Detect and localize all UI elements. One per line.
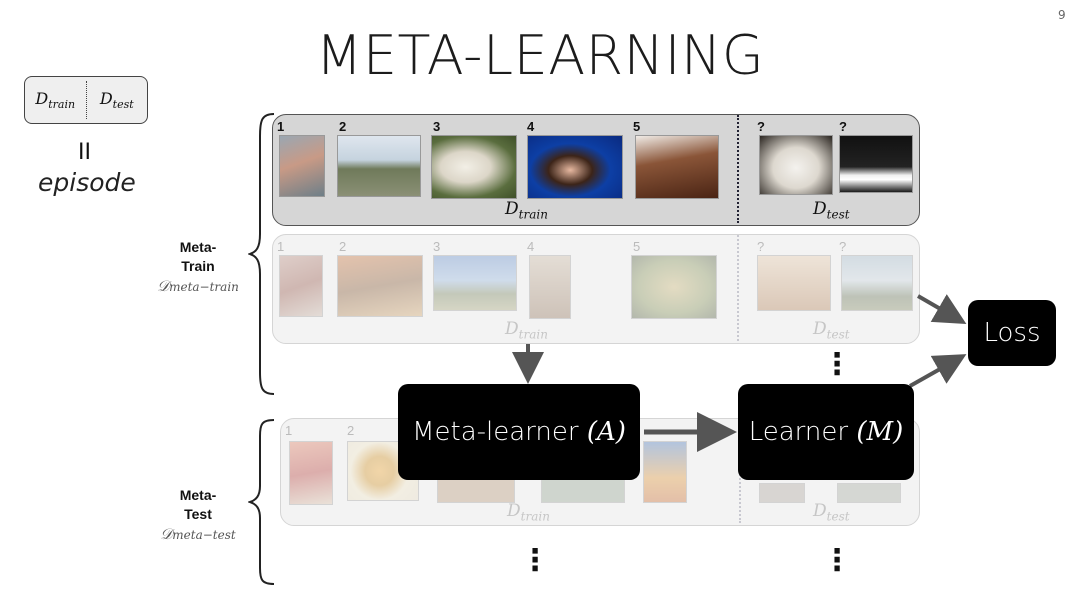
loss-text: Loss: [983, 318, 1041, 348]
meta-learner-box: Meta-learner (A): [398, 384, 640, 480]
dog-image: [431, 135, 517, 199]
row2-num-5: 5: [633, 239, 641, 254]
arrow-query-to-loss: [916, 294, 967, 325]
row2-dtest-label: Dtest: [813, 319, 850, 342]
food-image: [337, 255, 423, 317]
episode-row-2: 1 2 3 4 5 ? ? Dtrain Dtest: [272, 234, 920, 344]
learner-var: (M): [856, 417, 904, 447]
meta-test-section-label: Meta- Test 𝒟meta−test: [150, 486, 246, 543]
row2-dtrain-label: Dtrain: [505, 319, 548, 342]
meta-train-line1: Meta-: [179, 239, 217, 255]
field-query-image: [841, 255, 913, 311]
obscured-query-1: [759, 483, 805, 503]
cat-image: [279, 255, 323, 317]
row1-num-q1: ?: [757, 119, 765, 134]
obscured-image-1: [437, 479, 515, 503]
episode-row-1: 1 2 3 4 5 ? ? Dtrain Dtest: [272, 114, 920, 226]
meta-test-brace: [248, 419, 275, 585]
row1-num-3: 3: [433, 119, 441, 134]
obscured-query-2: [837, 483, 901, 503]
row1-num-4: 4: [527, 119, 535, 134]
ellipsis-bottom-right: ⋮: [822, 543, 852, 578]
ellipsis-bottom-left: ⋮: [520, 543, 550, 578]
piano-image: [635, 135, 719, 199]
row3-dtrain-label: Dtrain: [507, 501, 550, 524]
keyboard-query-image: [839, 135, 913, 193]
row2-num-2: 2: [339, 239, 347, 254]
person-image: [289, 441, 333, 505]
row1-num-1: 1: [277, 119, 285, 134]
meta-test-line2: Test: [184, 506, 212, 522]
row1-num-2: 2: [339, 119, 347, 134]
learner-box: Learner (M): [738, 384, 914, 480]
episode-divider: [85, 81, 87, 119]
row3-num-2: 2: [347, 423, 355, 438]
loss-box: Loss: [968, 300, 1056, 366]
meta-learner-text: Meta-learner: [412, 417, 587, 447]
episode-label: episode: [38, 168, 136, 197]
episode-dtrain: Dtrain: [35, 88, 76, 112]
row2-num-1: 1: [277, 239, 285, 254]
row2-num-3: 3: [433, 239, 441, 254]
train-test-divider: [737, 115, 739, 223]
learner-text: Learner: [748, 417, 857, 447]
bottle-image: [529, 255, 571, 319]
meta-train-symbol: 𝒟meta−train: [157, 277, 239, 295]
meta-learner-var: (A): [586, 417, 626, 447]
row2-num-q1: ?: [757, 239, 765, 254]
row1-dtrain-label: Dtrain: [505, 199, 548, 222]
row3-dtest-label: Dtest: [813, 501, 850, 524]
page-title: META-LEARNING: [315, 24, 765, 87]
meta-train-line2: Train: [181, 258, 215, 274]
equals-sign: II: [78, 140, 91, 165]
mushroom-image: [631, 255, 717, 319]
landscape-image: [433, 255, 517, 311]
row2-num-q2: ?: [839, 239, 847, 254]
row1-num-5: 5: [633, 119, 641, 134]
episode-dtest: Dtest: [99, 88, 134, 112]
meta-test-line1: Meta-: [179, 487, 217, 503]
bucket-image: [643, 441, 687, 503]
singer-image: [527, 135, 623, 199]
dog-query-image: [759, 135, 833, 195]
row2-divider: [737, 235, 739, 341]
tank-image: [337, 135, 421, 197]
meta-train-section-label: Meta- Train 𝒟meta−train: [150, 238, 246, 295]
row1-dtest-label: Dtest: [813, 199, 850, 222]
row3-num-1: 1: [285, 423, 293, 438]
arrow-learner-to-loss: [909, 354, 967, 388]
page-number: 9: [1058, 8, 1066, 22]
ellipsis-upper-right: ⋮: [822, 347, 852, 382]
meta-train-brace: [248, 113, 275, 395]
episode-box: Dtrain Dtest: [24, 76, 148, 124]
meta-test-symbol: 𝒟meta−test: [160, 525, 236, 543]
box-query-image: [757, 255, 831, 311]
bird-image: [279, 135, 325, 197]
row1-num-q2: ?: [839, 119, 847, 134]
row2-num-4: 4: [527, 239, 535, 254]
